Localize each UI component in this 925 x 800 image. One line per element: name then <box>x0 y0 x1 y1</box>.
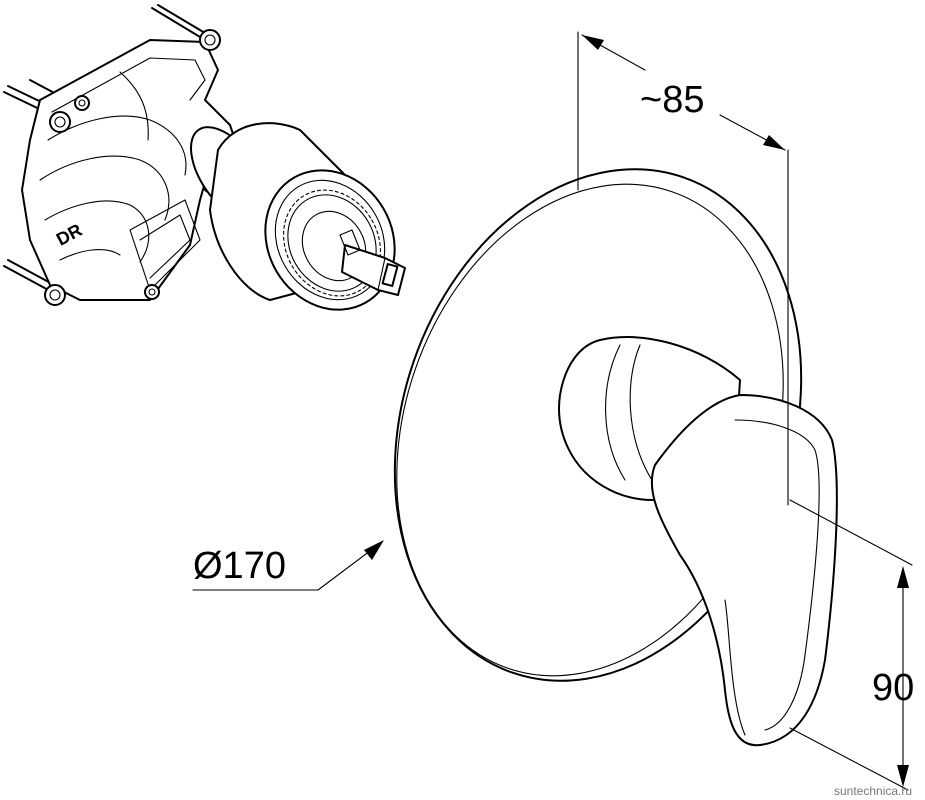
mounting-nut-mid <box>74 95 90 111</box>
arrowhead-diameter <box>364 540 384 560</box>
dimension-depth: ~85 <box>577 31 789 506</box>
height-dimension-label: 90 <box>872 667 914 709</box>
mounting-nut-top <box>199 29 221 51</box>
arrowhead-height-top <box>897 566 909 588</box>
arrowhead-depth-right <box>763 135 785 150</box>
watermark: suntechnica.ru <box>834 784 912 798</box>
dimension-height: 90 <box>789 499 914 791</box>
lever-handle <box>650 394 838 747</box>
arrowhead-depth-left <box>582 35 604 50</box>
diameter-dimension-label: Ø170 <box>193 545 286 587</box>
cartridge-spindle <box>339 229 406 296</box>
mounting-nut-bottom <box>44 284 66 306</box>
dimension-diameter: Ø170 <box>192 540 384 591</box>
concealed-valve-body: DR <box>3 4 406 311</box>
mounting-rod-left-lower <box>3 265 53 293</box>
depth-dimension-label: ~85 <box>640 79 704 121</box>
cartridge-cylinder <box>189 122 396 311</box>
arrowhead-height-bottom <box>897 765 909 787</box>
mounting-nut-left <box>49 111 71 133</box>
mounting-nut-bottom-right <box>144 284 160 300</box>
mounting-rod-top <box>151 7 206 41</box>
